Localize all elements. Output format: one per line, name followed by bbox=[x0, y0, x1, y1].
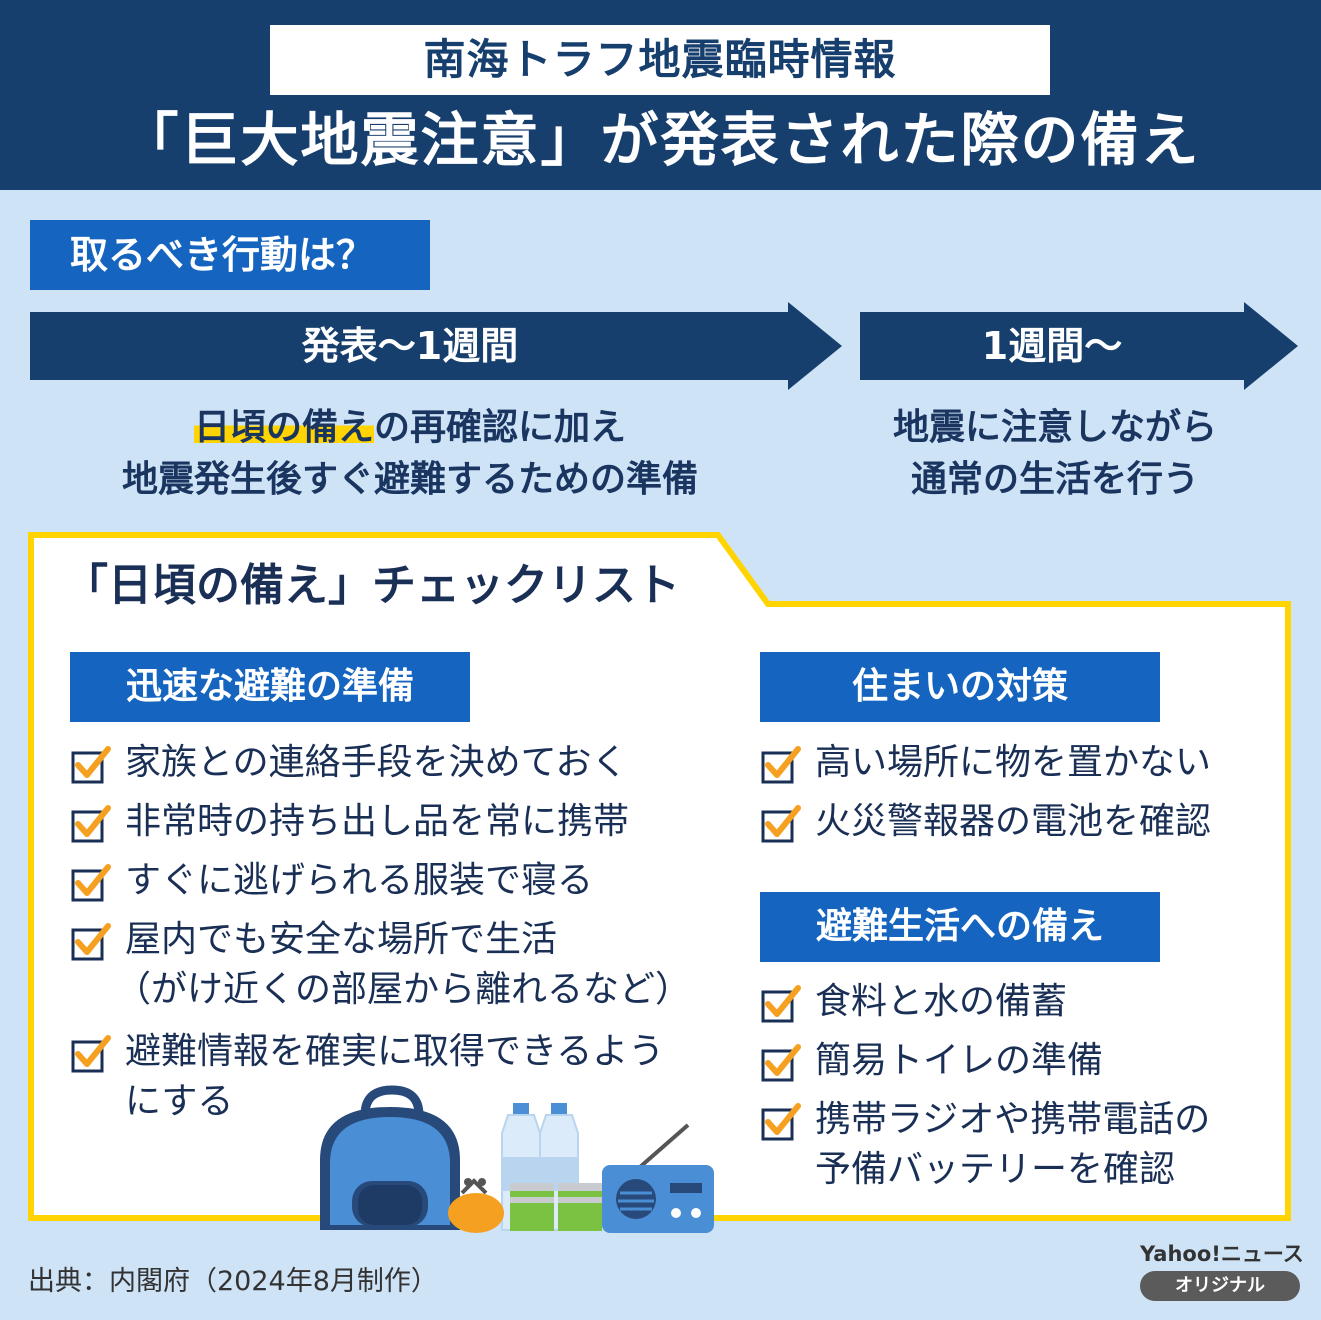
coin-purse-icon bbox=[448, 1178, 504, 1233]
checkbox-icon bbox=[761, 1103, 801, 1141]
phase-arrow-2: 1週間〜 bbox=[860, 302, 1298, 390]
checklist-title: 「日頃の備え」チェックリスト bbox=[64, 560, 680, 611]
checkbox-icon bbox=[71, 923, 111, 961]
radio-icon bbox=[602, 1123, 714, 1233]
checkbox-icon bbox=[71, 864, 111, 902]
arrow-shape bbox=[30, 302, 842, 390]
canned-food-icon bbox=[510, 1183, 602, 1231]
source-credit: 出典：内閣府（2024年8月制作） bbox=[28, 1266, 438, 1297]
backpack-icon bbox=[320, 1085, 460, 1230]
category-evacuation-prep: 迅速な避難の準備 bbox=[70, 652, 470, 722]
checkbox-icon bbox=[761, 805, 801, 843]
phase-1-description: 日頃の備えの再確認に加え 地震発生後すぐ避難するための準備 bbox=[121, 407, 698, 500]
phase-1-label: 発表〜1週間 bbox=[301, 324, 519, 368]
arrow-shape bbox=[860, 302, 1298, 390]
checkbox-icon bbox=[761, 1044, 801, 1082]
checkbox-icon bbox=[71, 805, 111, 843]
checkbox-icon bbox=[761, 985, 801, 1023]
highlight-text: 日頃の備え bbox=[193, 407, 374, 448]
phase-arrow-1: 発表〜1週間 bbox=[30, 302, 842, 390]
action-section-tag: 取るべき行動は？ bbox=[30, 220, 430, 290]
brand-logo: Yahoo!ニュース bbox=[1140, 1242, 1304, 1266]
checkbox-icon bbox=[71, 746, 111, 784]
checkbox-icon bbox=[761, 746, 801, 784]
emergency-kit-illustration bbox=[320, 1085, 714, 1233]
category-home-measures: 住まいの対策 bbox=[760, 652, 1160, 722]
phase-2-label: 1週間〜 bbox=[981, 324, 1123, 368]
category-shelter-life: 避難生活への備え bbox=[760, 892, 1160, 962]
checkbox-icon bbox=[71, 1035, 111, 1073]
phase-2-description: 地震に注意しながら 通常の生活を行う bbox=[892, 407, 1217, 500]
brand-badge: オリジナル bbox=[1140, 1271, 1300, 1301]
header-subtitle: 南海トラフ地震臨時情報 bbox=[270, 25, 1050, 95]
header-title: 「巨大地震注意」が発表された際の備え bbox=[120, 106, 1201, 174]
header-banner: 南海トラフ地震臨時情報 「巨大地震注意」が発表された際の備え bbox=[0, 0, 1321, 190]
